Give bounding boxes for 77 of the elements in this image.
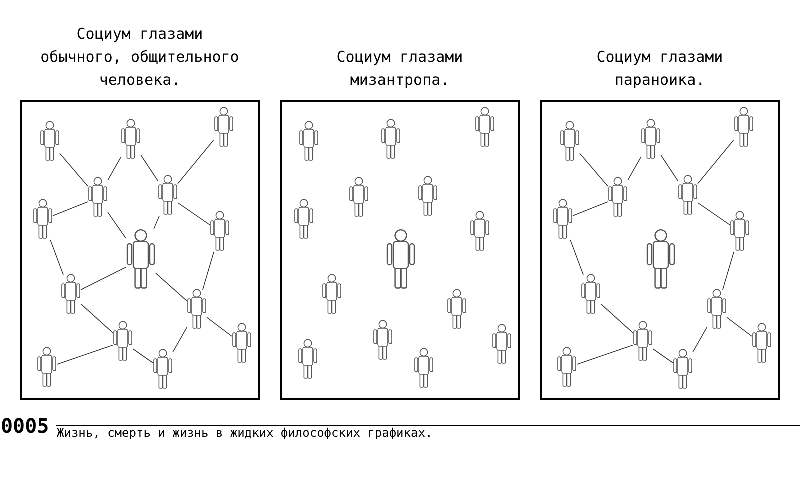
person-icon <box>187 289 207 329</box>
person-icon <box>294 199 314 239</box>
connection-line <box>56 345 114 365</box>
connection-line <box>570 240 584 276</box>
connection-line <box>206 317 232 337</box>
connection-line <box>156 273 188 302</box>
person-icon <box>381 119 401 159</box>
person-icon <box>61 274 81 314</box>
connection-line <box>202 252 214 290</box>
connection-line <box>572 202 608 216</box>
person-icon <box>386 228 416 290</box>
person-icon <box>126 228 156 290</box>
connection-line <box>726 317 752 337</box>
person-icon <box>322 274 342 314</box>
connection-line <box>108 212 126 239</box>
person-icon <box>349 177 369 217</box>
connection-line <box>80 304 114 334</box>
person-icon <box>608 177 628 217</box>
person-icon <box>299 121 319 161</box>
person-icon <box>373 320 393 360</box>
person-icon <box>33 199 53 239</box>
person-icon <box>633 321 653 361</box>
connection-line <box>698 202 730 226</box>
person-icon <box>113 321 133 361</box>
connection-line <box>132 348 154 364</box>
person-icon <box>641 119 661 159</box>
person-icon <box>158 175 178 215</box>
connection-line <box>50 240 64 276</box>
person-icon <box>581 274 601 314</box>
person-icon <box>88 177 108 217</box>
person-icon <box>210 211 230 251</box>
connection-line <box>172 327 188 353</box>
connection-line <box>108 157 122 181</box>
person-icon <box>121 119 141 159</box>
connection-line <box>580 153 608 187</box>
panel-title: Социум глазами параноика. <box>596 47 724 91</box>
connection-line <box>576 345 634 365</box>
person-icon <box>678 175 698 215</box>
connection-line <box>154 216 160 230</box>
connection-line <box>80 267 126 290</box>
person-icon <box>646 228 676 290</box>
person-icon <box>475 107 495 147</box>
panel-title: Социум глазами обычного, общительного человека. <box>40 24 240 91</box>
connection-line <box>178 140 214 184</box>
person-icon <box>553 199 573 239</box>
person-icon <box>298 339 318 379</box>
person-icon <box>734 107 754 147</box>
connection-line <box>178 202 210 226</box>
person-icon <box>232 323 252 363</box>
person-icon <box>707 289 727 329</box>
connection-line <box>140 154 158 182</box>
connection-line <box>698 140 734 184</box>
person-icon <box>730 211 750 251</box>
strip-number: 0005 <box>1 414 50 438</box>
person-icon <box>214 107 234 147</box>
person-icon <box>492 324 512 364</box>
person-icon <box>447 289 467 329</box>
person-icon <box>752 323 772 363</box>
person-icon <box>673 349 693 389</box>
connection-line <box>652 348 674 364</box>
person-icon <box>40 121 60 161</box>
connection-line <box>692 327 708 353</box>
connection-line <box>52 202 88 216</box>
connection-line <box>722 252 734 290</box>
caption: Жизнь, смерть и жизнь в жидких философских графиках. <box>57 426 433 440</box>
connection-line <box>660 154 678 182</box>
person-icon <box>418 176 438 216</box>
connection-line <box>628 157 642 181</box>
panel-title: Социум глазами мизантропа. <box>336 47 464 91</box>
person-icon <box>470 211 490 251</box>
person-icon <box>560 121 580 161</box>
person-icon <box>37 347 57 387</box>
person-icon <box>414 348 434 388</box>
connection-line <box>60 153 88 187</box>
person-icon <box>557 347 577 387</box>
person-icon <box>153 349 173 389</box>
connection-line <box>600 304 634 334</box>
